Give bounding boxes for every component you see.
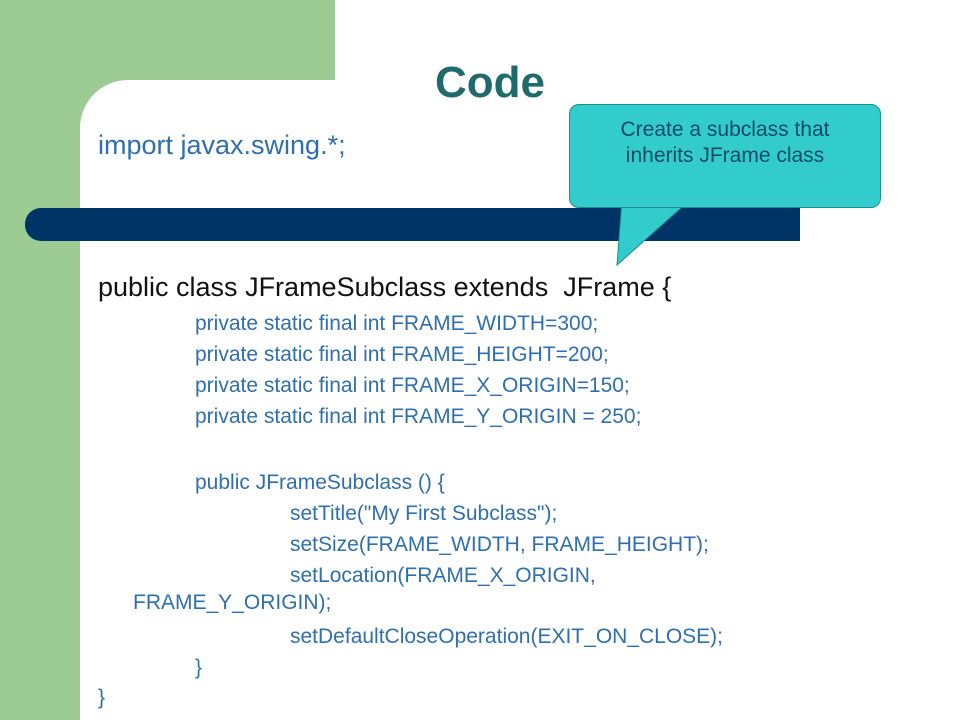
- class-declaration: public class JFrameSubclass extends JFra…: [98, 272, 672, 302]
- callout-text: Create a subclass that inherits JFrame c…: [570, 117, 880, 169]
- slide-title: Code: [435, 58, 545, 107]
- import-line: import javax.swing.*;: [98, 130, 346, 160]
- field-line: private static final int FRAME_X_ORIGIN=…: [195, 374, 630, 397]
- callout-bubble: Create a subclass that inherits JFrame c…: [569, 104, 881, 208]
- statement-line: setDefaultCloseOperation(EXIT_ON_CLOSE);: [290, 625, 724, 648]
- constructor-declaration: public JFrameSubclass () {: [195, 471, 445, 494]
- callout-line-2: inherits JFrame class: [625, 144, 825, 167]
- class-close-brace: }: [98, 686, 106, 709]
- constructor-close-brace: }: [195, 656, 203, 679]
- field-line: private static final int FRAME_HEIGHT=20…: [195, 343, 609, 366]
- statement-continuation: FRAME_Y_ORIGIN);: [133, 591, 332, 614]
- field-line: private static final int FRAME_WIDTH=300…: [195, 312, 599, 335]
- statement-line: setSize(FRAME_WIDTH, FRAME_HEIGHT);: [290, 533, 709, 556]
- callout-line-1: Create a subclass that: [620, 118, 830, 141]
- field-line: private static final int FRAME_Y_ORIGIN …: [195, 405, 642, 428]
- divider-bar: [25, 208, 800, 241]
- statement-line: setLocation(FRAME_X_ORIGIN,: [290, 564, 596, 587]
- statement-line: setTitle("My First Subclass");: [290, 502, 558, 525]
